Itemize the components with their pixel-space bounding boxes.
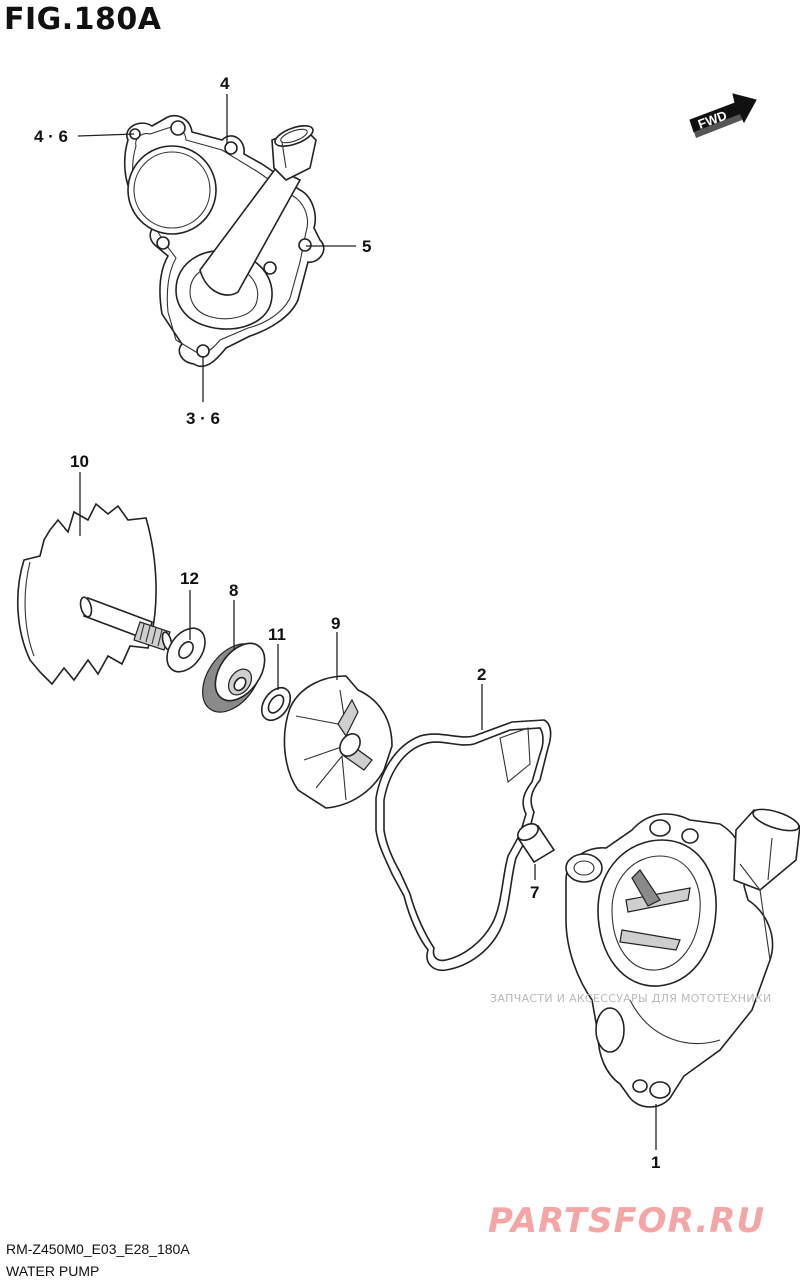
pump-gear-drawing <box>17 502 173 686</box>
gasket-drawing <box>375 719 552 972</box>
callout-4-6: 4 · 6 <box>34 127 68 146</box>
oring-drawing <box>260 686 292 722</box>
callout-9: 9 <box>331 614 340 633</box>
dowel-pin-drawing <box>516 823 556 864</box>
leader-lines <box>77 94 657 1150</box>
callout-1: 1 <box>651 1153 660 1172</box>
callout-11: 11 <box>268 625 286 644</box>
figure-title: FIG.180A <box>4 2 162 37</box>
callout-5: 5 <box>362 237 371 256</box>
fwd-badge: FWD <box>689 93 757 138</box>
callout-labels: 4 4 · 6 5 3 · 6 10 12 8 11 9 2 7 1 <box>34 74 660 1172</box>
watermark-brand: PARTSFOR.RU <box>488 1201 765 1241</box>
callout-10: 10 <box>70 452 89 471</box>
mechanical-seal-drawing <box>202 642 266 713</box>
callout-3-6: 3 · 6 <box>186 409 220 428</box>
callout-12: 12 <box>180 569 199 588</box>
figure-name: WATER PUMP <box>6 1263 100 1279</box>
callout-2: 2 <box>477 665 486 684</box>
figure-code: RM-Z450M0_E03_E28_180A <box>6 1241 190 1257</box>
pump-cover-drawing <box>123 114 325 368</box>
callout-7: 7 <box>530 883 539 902</box>
callout-8: 8 <box>229 581 238 600</box>
pump-body-drawing <box>565 808 800 1108</box>
washer-drawing <box>166 627 206 673</box>
impeller-drawing <box>283 675 393 809</box>
callout-4: 4 <box>220 74 230 93</box>
watermark-tagline: ЗАПЧАСТИ И АКСЕССУАРЫ ДЛЯ МОТОТЕХНИКИ <box>490 992 772 1005</box>
